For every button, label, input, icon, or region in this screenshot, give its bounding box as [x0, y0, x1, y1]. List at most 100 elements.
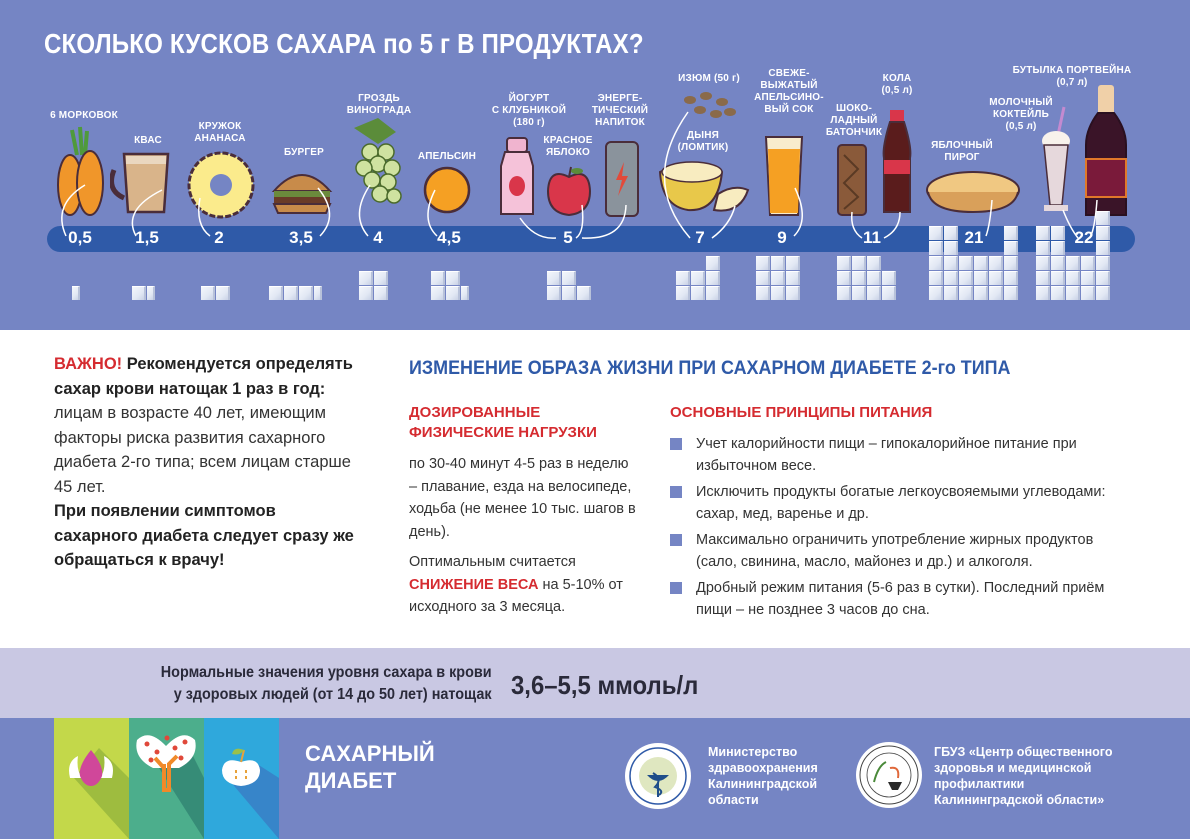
nutrition-list: Учет калорийности пищи – гипокалорийное … — [670, 433, 1130, 621]
cubes-21 — [929, 226, 1018, 300]
value-1-5: 1,5 — [135, 228, 159, 247]
nutrition-item: Максимально ограничить употребление жирн… — [670, 529, 1130, 573]
label-port-wine: БУТЫЛКА ПОРТВЕЙНА (0,7 л) — [1012, 65, 1132, 88]
ministry-seal-icon — [625, 743, 691, 809]
label-juice: СВЕЖЕ- ВЫЖАТЫЙ АПЕЛЬСИНО- ВЫЙ СОК — [754, 68, 824, 115]
weight-loss-text: Оптимальным считается СНИЖЕНИЕ ВЕСА на 5… — [409, 551, 639, 619]
label-orange: АПЕЛЬСИН — [417, 151, 477, 162]
cubes-22 — [1036, 211, 1110, 300]
value-22: 22 — [1074, 228, 1094, 247]
value-7: 7 — [695, 228, 705, 247]
normal-values-line-1: Нормальные значения уровня сахара в кров… — [161, 664, 492, 681]
yogurt-bottle-icon — [500, 137, 534, 215]
infographic-title: СКОЛЬКО КУСКОВ САХАРА по 5 г В ПРОДУКТАХ… — [44, 28, 644, 59]
nutrition-section: ОСНОВНЫЕ ПРИНЦИПЫ ПИТАНИЯ Учет калорийно… — [670, 403, 1130, 625]
kvass-mug-icon — [110, 152, 170, 214]
label-raisins: ИЗЮМ (50 г) — [678, 73, 740, 84]
exercise-text: по 30-40 минут 4-5 раз в неделю – плаван… — [409, 456, 636, 540]
nutrition-item: Учет калорийности пищи – гипокалорийное … — [670, 433, 1130, 477]
nutrition-item: Дробный режим питания (5-6 раз в сутки).… — [670, 577, 1130, 621]
square-bullet-icon — [670, 438, 682, 450]
cubes-0-5 — [72, 286, 80, 300]
value-2: 2 — [214, 228, 224, 247]
nutrition-item-text: Дробный режим питания (5-6 раз в сутки).… — [696, 580, 1105, 618]
label-cola: КОЛА (0,5 л) — [881, 73, 913, 96]
square-bullet-icon — [670, 582, 682, 594]
cubes-4-5 — [431, 271, 469, 300]
melon-slice-icon — [658, 161, 750, 212]
nutrition-item: Исключить продукты богатые легкоусвояемы… — [670, 481, 1130, 525]
label-carrots: 6 МОРКОВОК — [50, 110, 118, 121]
nutrition-heading: ОСНОВНЫЕ ПРИНЦИПЫ ПИТАНИЯ — [670, 404, 933, 421]
cubes-3-5 — [269, 286, 322, 300]
normal-values-range: 3,6–5,5 ммоль/л — [511, 670, 699, 700]
value-9: 9 — [777, 228, 787, 247]
label-kvass: КВАС — [134, 135, 162, 146]
label-apple-pie: ЯБЛОЧНЫЙ ПИРОГ — [931, 140, 993, 163]
brand-title: САХАРНЫЙ ДИАБЕТ — [305, 740, 435, 794]
label-milkshake: МОЛОЧНЫЙ КОКТЕЙЛЬ (0,5 л) — [989, 97, 1053, 132]
cubes-1-5 — [132, 286, 155, 300]
exercise-heading-1: ДОЗИРОВАННЫЕ — [409, 404, 541, 421]
normal-values-label: Нормальные значения уровня сахара в кров… — [161, 662, 492, 706]
cubes-9 — [756, 256, 800, 300]
important-notice: ВАЖНО! Рекомендуется определять сахар кр… — [54, 352, 354, 573]
carrots-icon — [57, 126, 104, 216]
port-wine-bottle-icon — [1085, 85, 1127, 216]
important-lead: ВАЖНО! — [54, 355, 123, 373]
apple-pie-icon — [926, 171, 1020, 214]
label-apple: КРАСНОЕ ЯБЛОКО — [543, 135, 593, 158]
square-bullet-icon — [670, 486, 682, 498]
health-center-seal-icon — [856, 742, 922, 808]
value-4-5: 4,5 — [437, 228, 461, 247]
orange-icon — [423, 166, 471, 214]
red-apple-icon — [546, 166, 592, 217]
normal-values-band: Нормальные значения уровня сахара в кров… — [0, 648, 1190, 718]
lifestyle-title: ИЗМЕНЕНИЕ ОБРАЗА ЖИЗНИ ПРИ САХАРНОМ ДИАБ… — [409, 357, 1011, 379]
cubes-7 — [676, 256, 720, 300]
tile-apple — [204, 718, 279, 839]
tile-tree — [129, 718, 204, 839]
value-11: 11 — [863, 228, 881, 247]
raisins-icon — [684, 92, 736, 118]
label-energy-drink: ЭНЕРГЕ- ТИЧЕСКИЙ НАПИТОК — [591, 93, 649, 128]
exercise-section: ДОЗИРОВАННЫЕ ФИЗИЧЕСКИЕ НАГРУЗКИ по 30-4… — [409, 403, 639, 619]
sugar-infographic: СКОЛЬКО КУСКОВ САХАРА по 5 г В ПРОДУКТАХ… — [0, 0, 1190, 330]
cubes-5 — [547, 271, 591, 300]
label-pineapple: КРУЖОК АНАНАСА — [194, 121, 246, 144]
value-4: 4 — [373, 228, 383, 247]
value-0-5: 0,5 — [68, 228, 92, 247]
burger-icon — [271, 174, 333, 214]
weight-loss-highlight: СНИЖЕНИЕ ВЕСА — [409, 576, 539, 593]
value-21: 21 — [964, 228, 984, 247]
brand-line-2: ДИАБЕТ — [305, 768, 397, 793]
cola-bottle-icon — [882, 110, 912, 213]
label-burger: БУРГЕР — [283, 147, 325, 158]
ministry-name: Министерство здравоохранения Калининград… — [708, 745, 818, 807]
nutrition-item-text: Учет калорийности пищи – гипокалорийное … — [696, 436, 1077, 474]
important-text-1: лицам в возрасте 40 лет, имеющим факторы… — [54, 404, 351, 496]
label-chocolate-bar: ШОКО- ЛАДНЫЙ БАТОНЧИК — [825, 103, 883, 138]
pineapple-ring-icon — [187, 151, 255, 219]
weight-pre: Оптимальным считается — [409, 554, 576, 570]
exercise-heading-2: ФИЗИЧЕСКИЕ НАГРУЗКИ — [409, 424, 597, 441]
milkshake-icon — [1042, 106, 1070, 211]
nutrition-item-text: Максимально ограничить употребление жирн… — [696, 532, 1094, 570]
energy-drink-can-icon — [605, 141, 639, 217]
important-bold-2: При появлении симптомов сахарного диабет… — [54, 502, 354, 569]
footer: САХАРНЫЙ ДИАБЕТ Министерство здравоохран… — [0, 718, 1190, 839]
normal-values-line-2: у здоровых людей (от 14 до 50 лет) натощ… — [174, 686, 492, 703]
square-bullet-icon — [670, 534, 682, 546]
label-melon: ДЫНЯ (ЛОМТИК) — [677, 130, 729, 153]
label-grapes: ГРОЗДЬ ВИНОГРАДА — [346, 93, 412, 116]
cubes-4 — [359, 271, 388, 300]
cubes-11 — [837, 256, 896, 300]
health-center-name: ГБУЗ «Центр общественного здоровья и мед… — [934, 745, 1113, 807]
value-5: 5 — [563, 228, 573, 247]
blood-drop-icon — [69, 748, 129, 839]
apple-core-icon — [222, 748, 279, 839]
tile-drop — [54, 718, 129, 839]
cubes-2 — [201, 286, 230, 300]
orange-juice-glass-icon — [764, 136, 804, 216]
tree-icon — [136, 735, 204, 839]
